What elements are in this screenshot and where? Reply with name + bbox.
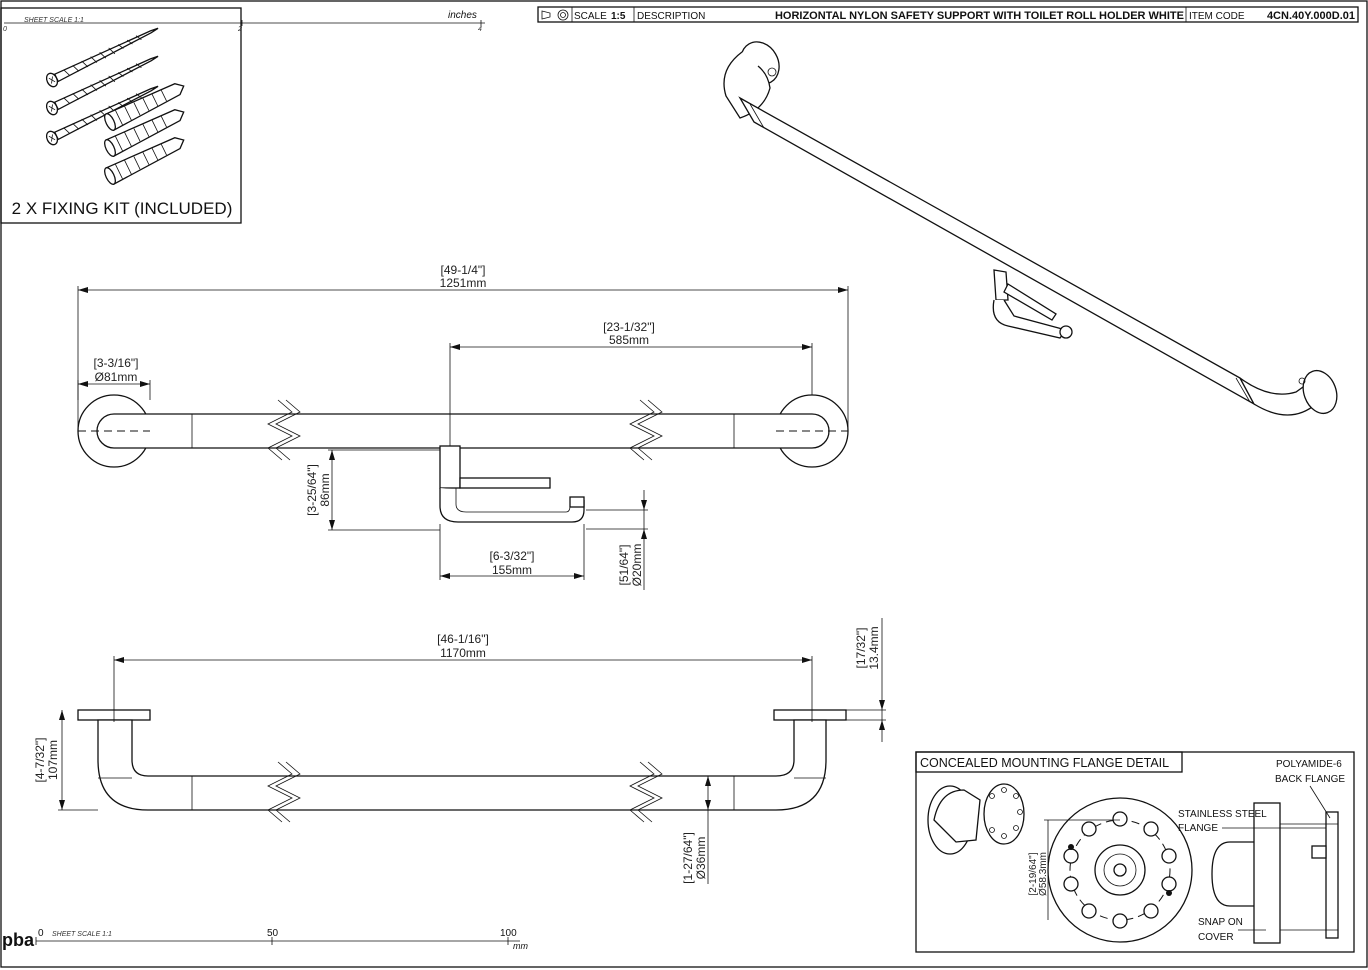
- svg-text:100: 100: [500, 928, 517, 939]
- item-code: 4CN.40Y.000D.01: [1267, 10, 1355, 22]
- fixing-kit-panel: 2 X FIXING KIT (INCLUDED): [0, 7, 242, 224]
- wall-plug-icon: [104, 83, 185, 185]
- svg-text:[23-1/32"]: [23-1/32"]: [603, 320, 655, 334]
- svg-text:[1-27/64"]: [1-27/64"]: [681, 832, 695, 884]
- front-view: [46-1/16"] 1170mm [17/32"] 13.4mm [4-7/3…: [33, 618, 886, 884]
- svg-text:Ø20mm: Ø20mm: [630, 544, 644, 587]
- title-block: SCALE 1:5 DESCRIPTION HORIZONTAL NYLON S…: [537, 6, 1359, 23]
- svg-text:[46-1/16"]: [46-1/16"]: [437, 632, 489, 646]
- mm-unit: mm: [513, 941, 528, 951]
- svg-text:[6-3/32"]: [6-3/32"]: [490, 549, 535, 563]
- detail-title: CONCEALED MOUNTING FLANGE DETAIL: [920, 756, 1169, 770]
- svg-text:1170mm: 1170mm: [440, 646, 486, 660]
- svg-text:1251mm: 1251mm: [440, 276, 487, 290]
- inch-unit: inches: [448, 10, 477, 21]
- svg-text:155mm: 155mm: [492, 563, 532, 577]
- mm-scale: 0 50 100 SHEET SCALE 1:1 mm: [35, 928, 528, 951]
- description-label: DESCRIPTION: [637, 11, 705, 22]
- top-view: [49-1/4"] 1251mm [23-1/32"] 585mm [3-3/1…: [77, 263, 849, 590]
- svg-text:SNAP ON: SNAP ON: [1198, 917, 1243, 928]
- inch-sheet-scale: SHEET SCALE 1:1: [24, 17, 84, 24]
- svg-text:86mm: 86mm: [318, 473, 332, 506]
- mm-sheet-scale: SHEET SCALE 1:1: [52, 931, 112, 938]
- item-code-label: ITEM CODE: [1189, 11, 1245, 22]
- inch-scale: 0 2 4 SHEET SCALE 1:1 inches: [3, 10, 485, 33]
- svg-text:2: 2: [237, 26, 242, 33]
- svg-text:107mm: 107mm: [46, 740, 60, 780]
- svg-text:13.4mm: 13.4mm: [867, 626, 881, 669]
- svg-text:STAINLESS STEEL: STAINLESS STEEL: [1178, 809, 1267, 820]
- svg-text:[49-1/4"]: [49-1/4"]: [441, 263, 486, 277]
- svg-text:COVER: COVER: [1198, 932, 1234, 943]
- screw-icon: [45, 27, 159, 146]
- svg-text:BACK FLANGE: BACK FLANGE: [1275, 774, 1345, 785]
- svg-text:Ø36mm: Ø36mm: [694, 837, 708, 880]
- svg-text:[4-7/32"]: [4-7/32"]: [33, 738, 47, 783]
- svg-text:Ø81mm: Ø81mm: [95, 370, 138, 384]
- fixing-kit-label: 2 X FIXING KIT (INCLUDED): [12, 199, 233, 218]
- svg-text:4: 4: [478, 26, 482, 33]
- svg-text:[2-19/64"]: [2-19/64"]: [1028, 852, 1039, 895]
- scale-label: SCALE: [574, 11, 607, 22]
- svg-text:0: 0: [3, 26, 7, 33]
- svg-text:POLYAMIDE-6: POLYAMIDE-6: [1276, 759, 1342, 770]
- svg-text:FLANGE: FLANGE: [1178, 823, 1218, 834]
- svg-text:Ø58.3mm: Ø58.3mm: [1038, 852, 1049, 896]
- svg-text:[17/32"]: [17/32"]: [854, 628, 868, 669]
- svg-text:[3-25/64"]: [3-25/64"]: [305, 464, 319, 516]
- product-description: HORIZONTAL NYLON SAFETY SUPPORT WITH TOI…: [775, 10, 1184, 22]
- pba-logo: pba: [2, 930, 35, 950]
- svg-text:0: 0: [38, 928, 44, 939]
- svg-text:585mm: 585mm: [609, 333, 649, 347]
- scale-value: 1:5: [611, 11, 626, 22]
- projection-symbol-icon: [541, 9, 569, 21]
- isometric-view: [723, 41, 1338, 416]
- svg-text:[51/64"]: [51/64"]: [617, 545, 631, 586]
- flange-detail-panel: CONCEALED MOUNTING FLANGE DETAIL [2-19/6…: [915, 751, 1355, 953]
- svg-text:[3-3/16"]: [3-3/16"]: [94, 356, 139, 370]
- svg-text:50: 50: [267, 928, 279, 939]
